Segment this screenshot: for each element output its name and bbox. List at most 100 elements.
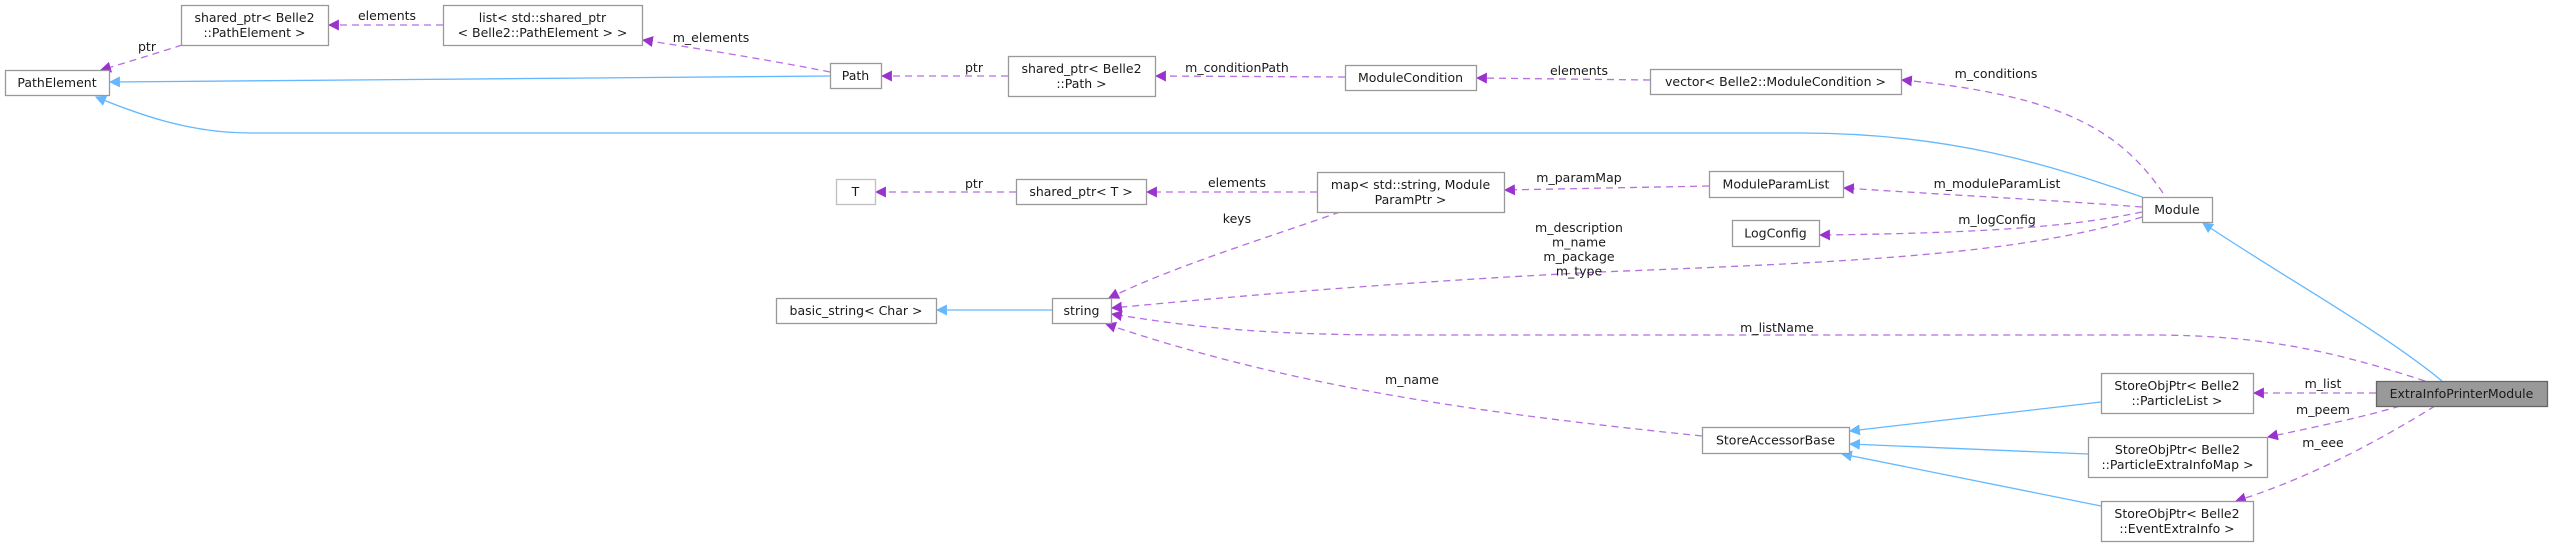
- edge-label: ptr: [965, 60, 984, 75]
- node-label: ::ParticleExtraInfoMap >: [2101, 457, 2253, 472]
- class-node-VectorModuleCondition[interactable]: vector< Belle2::ModuleCondition >: [1649, 68, 1903, 96]
- node-label: StoreAccessorBase: [1716, 433, 1835, 448]
- member-edge-Path-to-ListSharedPtr: [641, 36, 831, 73]
- class-node-Module[interactable]: Module: [2141, 196, 2214, 224]
- class-node-StoreAccessorBase[interactable]: StoreAccessorBase: [1701, 426, 1851, 455]
- edge-label: elements: [1208, 175, 1266, 190]
- edge-label: m_eee: [2302, 435, 2344, 450]
- node-box: [775, 297, 938, 325]
- node-label: < Belle2::PathElement > >: [458, 25, 628, 40]
- member-edge-Module-to-String: [1110, 216, 2143, 313]
- edge-label: m_description: [1535, 220, 1623, 235]
- edge-label: m_elements: [673, 30, 749, 45]
- inheritance-edge-ExtraInfoPrinterModule-to-Module: [2202, 222, 2443, 382]
- member-edge-ModuleCondition-to-SharedPtrPath: [1154, 70, 1346, 82]
- node-box: [1007, 55, 1157, 98]
- node-box: [2087, 436, 2269, 479]
- class-node-SOPEventExtraInfo[interactable]: StoreObjPtr< Belle2::EventExtraInfo >: [2100, 500, 2255, 543]
- node-box: [1015, 178, 1148, 206]
- edge-label: ptr: [965, 176, 984, 191]
- edge-label: m_peem: [2296, 402, 2350, 417]
- node-box: [4, 69, 111, 97]
- node-box: [1708, 170, 1845, 199]
- node-box: [2141, 196, 2214, 224]
- edge-label: m_conditions: [1955, 66, 2038, 81]
- edge-label: m_package: [1543, 249, 1615, 264]
- node-label: LogConfig: [1744, 226, 1806, 241]
- node-box: [2100, 500, 2255, 543]
- inheritance-edge-Path-to-PathElement: [108, 75, 831, 88]
- node-label: ModuleParamList: [1723, 177, 1830, 192]
- node-label: list< std::shared_ptr: [479, 10, 607, 25]
- node-label: ::PathElement >: [203, 25, 305, 40]
- node-box: [2100, 372, 2255, 415]
- node-label: ModuleCondition: [1358, 70, 1463, 85]
- edge-label: m_name: [1385, 372, 1439, 387]
- node-label: ParamPtr >: [1375, 192, 1447, 207]
- node-label: PathElement: [17, 75, 96, 90]
- node-label: StoreObjPtr< Belle2: [2114, 378, 2239, 393]
- inheritance-edge-SOPEventExtraInfo-to-StoreAccessorBase: [1840, 450, 2102, 507]
- member-edge-ExtraInfoPrinterModule-to-String: [1110, 310, 2426, 382]
- class-node-String[interactable]: string: [1051, 297, 1113, 325]
- inheritance-edge-SOPParticleExtraInfoMap-to-StoreAccessorBase: [1848, 438, 2089, 455]
- class-node-ModuleCondition[interactable]: ModuleCondition: [1344, 64, 1478, 92]
- member-edge-SharedPtrPathElement-to-PathElement: [99, 44, 183, 73]
- node-label: ::Path >: [1056, 76, 1106, 91]
- node-label: shared_ptr< Belle2: [194, 10, 314, 25]
- node-label: StoreObjPtr< Belle2: [2114, 506, 2239, 521]
- class-node-SOPParticleList[interactable]: StoreObjPtr< Belle2::ParticleList >: [2100, 372, 2255, 415]
- member-edge-ModuleParamList-to-MapParam: [1503, 184, 1710, 196]
- edge-label: elements: [1550, 63, 1608, 78]
- node-box: [1316, 171, 1506, 214]
- class-node-ListSharedPtr[interactable]: list< std::shared_ptr< Belle2::PathEleme…: [442, 4, 644, 47]
- node-box: [442, 4, 644, 47]
- class-node-T[interactable]: T: [835, 178, 877, 206]
- node-label: map< std::string, Module: [1331, 177, 1491, 192]
- edge-label: m_conditionPath: [1185, 60, 1289, 75]
- edge-label: m_paramMap: [1536, 170, 1621, 185]
- node-box: [829, 62, 883, 90]
- node-label: StoreObjPtr< Belle2: [2115, 442, 2240, 457]
- nodes-layer: PathElement shared_ptr< Belle2::PathEleme…: [4, 4, 2549, 543]
- node-label: T: [851, 184, 860, 199]
- node-box: [1731, 219, 1821, 248]
- class-node-SharedPtrPathElement[interactable]: shared_ptr< Belle2::PathElement >: [180, 4, 330, 47]
- node-box: [1344, 64, 1478, 92]
- member-edge-ExtraInfoPrinterModule-to-SOPParticleExtraInfoMap: [2266, 405, 2401, 441]
- edge-label: ptr: [138, 39, 157, 54]
- edge-label: keys: [1223, 211, 1251, 226]
- edge-label: m_type: [1556, 264, 1603, 279]
- edge-label: m_name: [1552, 235, 1606, 250]
- node-label: shared_ptr< T >: [1029, 184, 1132, 199]
- node-label: shared_ptr< Belle2: [1021, 61, 1141, 76]
- class-node-ExtraInfoPrinterModule[interactable]: ExtraInfoPrinterModule: [2375, 380, 2549, 408]
- class-node-SharedPtrT[interactable]: shared_ptr< T >: [1015, 178, 1148, 206]
- class-node-PathElement[interactable]: PathElement: [4, 69, 111, 97]
- node-label: Module: [2154, 202, 2200, 217]
- member-edge-MapParam-to-String: [1108, 211, 1341, 299]
- edge-label: m_moduleParamList: [1934, 176, 2061, 191]
- class-node-LogConfig[interactable]: LogConfig: [1731, 219, 1821, 248]
- class-node-BasicString[interactable]: basic_string< Char >: [775, 297, 938, 325]
- node-label: string: [1064, 303, 1100, 318]
- inheritance-edge-SOPParticleList-to-StoreAccessorBase: [1848, 401, 2102, 436]
- node-box: [835, 178, 877, 206]
- class-node-SOPParticleExtraInfoMap[interactable]: StoreObjPtr< Belle2::ParticleExtraInfoMa…: [2087, 436, 2269, 479]
- node-box: [180, 4, 330, 47]
- edge-label: elements: [358, 8, 416, 23]
- class-node-ModuleParamList[interactable]: ModuleParamList: [1708, 170, 1845, 199]
- class-node-SharedPtrPath[interactable]: shared_ptr< Belle2::Path >: [1007, 55, 1157, 98]
- member-edge-Module-to-LogConfig: [1818, 211, 2143, 241]
- member-edge-ExtraInfoPrinterModule-to-SOPEventExtraInfo: [2234, 405, 2436, 504]
- edge-label: m_listName: [1740, 320, 1814, 335]
- node-box: [1051, 297, 1113, 325]
- member-edge-Module-to-VectorModuleCondition: [1900, 75, 2164, 194]
- edges-layer: [94, 19, 2443, 507]
- node-label: vector< Belle2::ModuleCondition >: [1665, 74, 1886, 89]
- class-node-Path[interactable]: Path: [829, 62, 883, 90]
- node-box: [1649, 68, 1903, 96]
- member-edge-VectorModuleCondition-to-ModuleCondition: [1475, 72, 1651, 84]
